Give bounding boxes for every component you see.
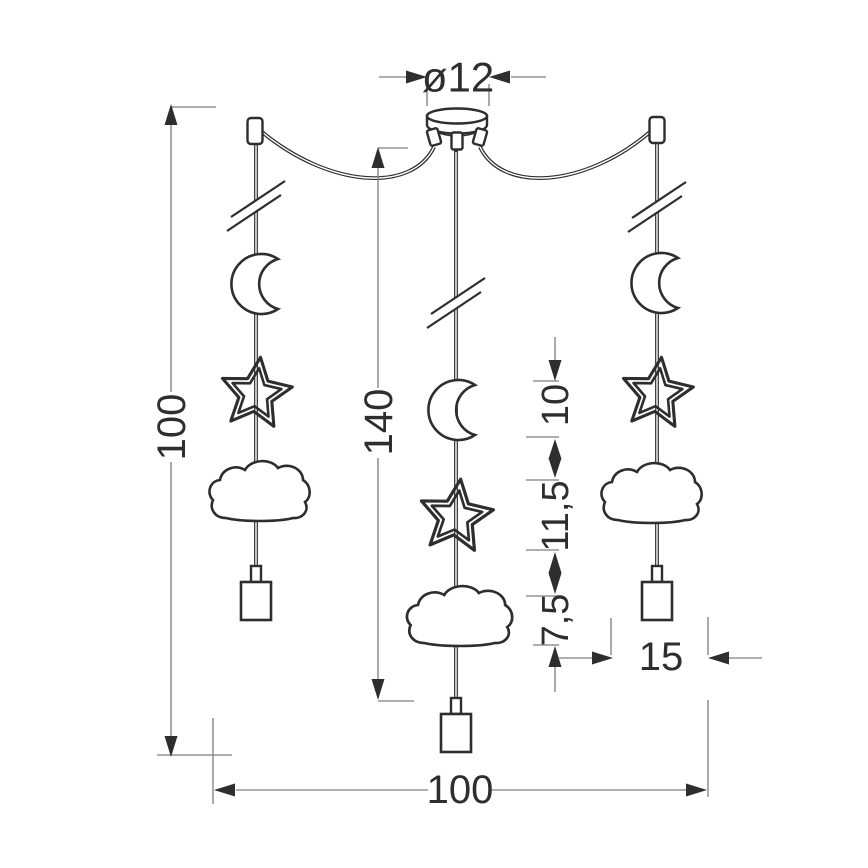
- dim-label-side-drop-height: 100: [150, 394, 194, 461]
- dim-label-star-height: 11,5: [535, 480, 577, 551]
- dim-socket-spacing: 15: [558, 617, 762, 797]
- cloud-icon: [208, 459, 311, 523]
- cord-grip: [246, 116, 264, 146]
- arrowhead-icon: [708, 651, 729, 665]
- lamp-socket: [439, 696, 473, 754]
- canopy-cord-grips: [425, 127, 489, 151]
- dim-label-cloud-height: 7,5: [535, 594, 577, 647]
- arrowhead-icon: [548, 439, 562, 459]
- dim-label-center-drop-height: 140: [357, 389, 401, 456]
- lamp-socket: [640, 564, 674, 622]
- arrowhead-icon: [548, 646, 562, 667]
- moon-icon: [230, 252, 280, 316]
- arrowhead-icon: [214, 783, 235, 797]
- arrowhead-icon: [548, 458, 562, 478]
- arrowhead-icon: [164, 104, 178, 125]
- cloud-icon: [600, 461, 703, 525]
- dim-canopy-diameter: ø12: [379, 54, 546, 106]
- ceiling-canopy: [425, 107, 489, 151]
- arrowhead-icon: [548, 360, 562, 381]
- arrowhead-icon: [164, 736, 178, 757]
- arrowhead-icon: [371, 679, 385, 700]
- arrowhead-icon: [548, 573, 562, 594]
- dim-total-width: 100: [212, 718, 707, 812]
- arrowhead-icon: [592, 651, 613, 665]
- lamp-socket: [239, 564, 273, 622]
- cord-grip: [648, 115, 666, 145]
- lamp-drawing: [208, 107, 703, 754]
- arrowhead-icon: [548, 552, 562, 573]
- cloud-icon: [405, 584, 514, 648]
- dim-label-canopy-diameter: ø12: [422, 54, 494, 101]
- dimension-annotations: ø12 100 140 10 11,5 7,5: [150, 54, 762, 812]
- dim-label-total-width: 100: [427, 768, 494, 812]
- arrowhead-icon: [371, 147, 385, 168]
- dim-decoration-heights: 10 11,5 7,5: [526, 337, 577, 692]
- swag-cords: [260, 130, 652, 180]
- arrowhead-icon: [406, 70, 427, 84]
- dim-side-drop-height: 100: [150, 104, 232, 757]
- arrowhead-icon: [489, 70, 510, 84]
- arrowhead-icon: [686, 783, 707, 797]
- moon-icon: [427, 378, 477, 442]
- moon-icon: [630, 251, 680, 315]
- dim-label-socket-spacing: 15: [639, 635, 684, 679]
- dim-label-moon-height: 10: [535, 384, 577, 426]
- dim-center-drop-height: 140: [357, 147, 414, 702]
